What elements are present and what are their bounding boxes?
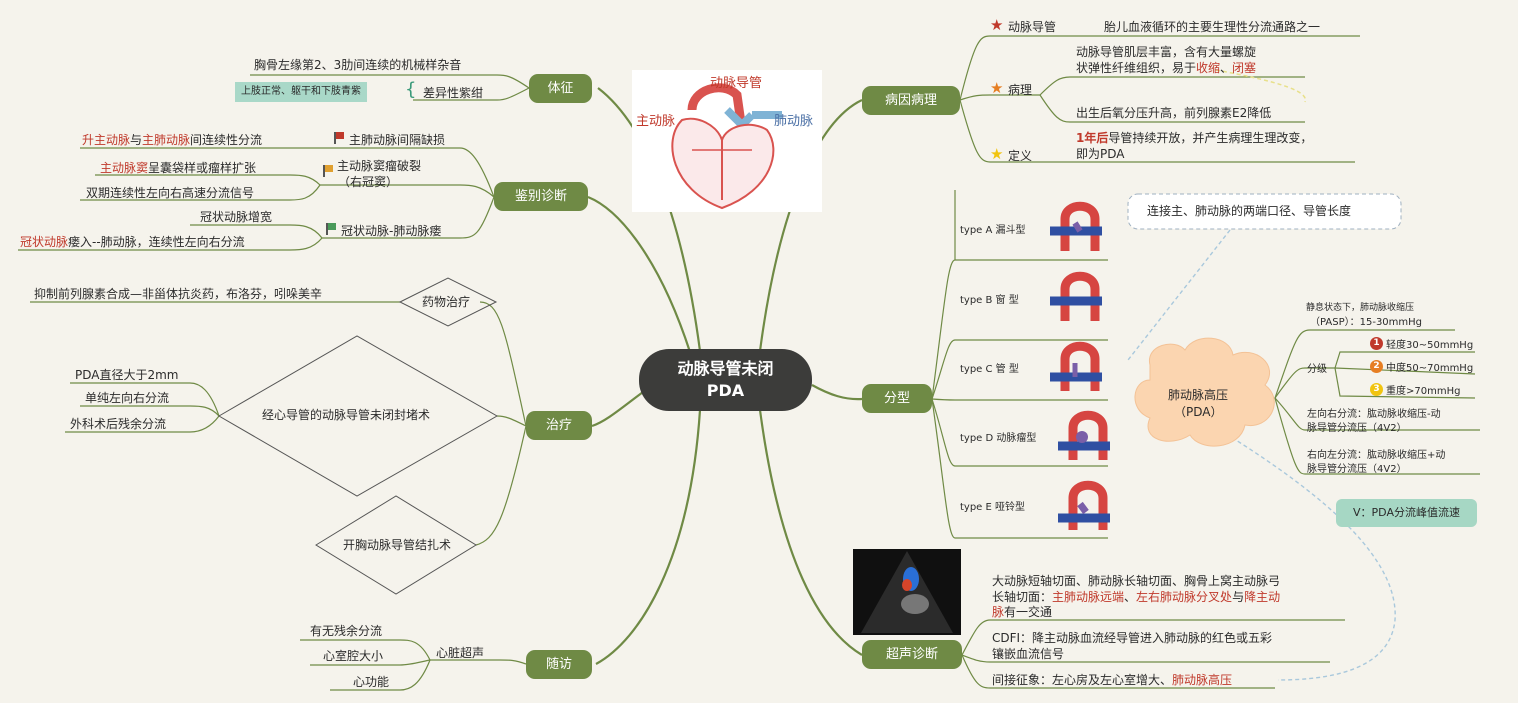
type-c-diagram bbox=[1050, 337, 1102, 391]
flag-green-icon bbox=[326, 223, 338, 235]
fenxing-type-a: type A 漏斗型 bbox=[960, 225, 1026, 236]
pah-cloud-line2: （PDA） bbox=[1174, 405, 1223, 419]
node-bingyin[interactable]: 病因病理 bbox=[862, 86, 960, 115]
bingyin-def-label: 定义 bbox=[1008, 149, 1033, 163]
bingyin-patho-line3: 出生后氧分压升高，前列腺素E2降低 bbox=[1076, 106, 1272, 120]
pah-rest-line1: 静息状态下，肺动脉收缩压 bbox=[1306, 303, 1415, 313]
fenxing-type-d: type D 动脉瘤型 bbox=[960, 433, 1037, 444]
suifang-item-2: 心室腔大小 bbox=[323, 649, 384, 663]
suifang-item-3: 心功能 bbox=[353, 675, 390, 689]
zhiliao-closure-ind1: PDA直径大于2mm bbox=[75, 368, 179, 382]
type-a-diagram bbox=[1050, 197, 1102, 251]
pah-grade-1: 轻度30~50mmHg bbox=[1386, 340, 1474, 351]
central-topic[interactable]: 动脉导管未闭 PDA bbox=[639, 349, 812, 411]
pah-lr-line1: 左向右分流：肱动脉收缩压-动 bbox=[1307, 409, 1441, 420]
suifang-item-1: 有无残余分流 bbox=[310, 624, 383, 638]
bingyin-patho-label: 病理 bbox=[1008, 83, 1033, 97]
heart-label-aorta: 主动脉 bbox=[636, 114, 676, 129]
pah-rest-line2: （PASP）：15-30mmHg bbox=[1310, 317, 1423, 328]
fenxing-type-b: type B 窗 型 bbox=[960, 295, 1019, 306]
node-chaosheng[interactable]: 超声诊断 bbox=[862, 640, 962, 669]
chaosheng-v1-line2: 长轴切面：主肺动脉远端、左右肺动脉分叉处与降主动 bbox=[992, 590, 1281, 604]
chaosheng-v1-line1: 大动脉短轴切面、肺动脉长轴切面、胸骨上窝主动脉弓 bbox=[992, 574, 1281, 588]
chaosheng-cdfi-line1: CDFI：降主动脉血流经导管进入肺动脉的红色或五彩 bbox=[992, 631, 1273, 645]
node-zhiliao[interactable]: 治疗 bbox=[526, 411, 592, 440]
bingyin-patho-line2: 状弹性纤维组织，易于收缩、闭塞 bbox=[1076, 61, 1257, 75]
jianbie-rsva-desc1: 主动脉窦呈囊袋样或瘤样扩张 bbox=[100, 161, 257, 175]
tizheng-item-cyanosis: 差异性紫绀 bbox=[423, 86, 484, 100]
zhiliao-surgery-label: 开胸动脉导管结扎术 bbox=[343, 538, 452, 552]
pah-v-note: V：PDA分流峰值流速 bbox=[1336, 499, 1477, 527]
fenxing-type-c: type C 管 型 bbox=[960, 364, 1019, 375]
star-orange-icon: ★ bbox=[990, 79, 1004, 97]
bingyin-ductus-desc: 胎儿血液循环的主要生理性分流通路之一 bbox=[1104, 20, 1321, 34]
flag-yellow-icon bbox=[323, 165, 335, 177]
tizheng-item-murmur: 胸骨左缘第2、3肋间连续的机械样杂音 bbox=[254, 58, 462, 72]
tizheng-cyanosis-note: 上肢正常、躯干和下肢青紫 bbox=[235, 82, 367, 102]
node-jianbie[interactable]: 鉴别诊断 bbox=[494, 182, 588, 211]
grade-1-icon: 1 bbox=[1370, 337, 1383, 350]
pah-lr-line2: 脉导管分流压（4V2） bbox=[1307, 423, 1407, 434]
bingyin-ductus-label: 动脉导管 bbox=[1008, 20, 1057, 34]
jianbie-cpaf-desc2: 冠状动脉瘘入--肺动脉，连续性左向右分流 bbox=[20, 235, 245, 249]
jianbie-cpaf-label: 冠状动脉-肺动脉瘘 bbox=[341, 224, 442, 238]
bingyin-def-line1: 1年后导管持续开放，并产生病理生理改变， bbox=[1076, 131, 1313, 145]
chaosheng-indirect: 间接征象：左心房及左心室增大、肺动脉高压 bbox=[992, 673, 1233, 687]
type-d-diagram bbox=[1058, 406, 1110, 460]
brace-icon: { bbox=[405, 79, 417, 100]
zhiliao-closure-ind3: 外科术后残余分流 bbox=[70, 417, 167, 431]
jianbie-rsva-desc2: 双期连续性左向右高速分流信号 bbox=[86, 186, 255, 200]
pah-cloud-line1: 肺动脉高压 bbox=[1168, 388, 1229, 402]
suifang-echo: 心脏超声 bbox=[436, 646, 485, 660]
fenxing-note: 连接主、肺动脉的两端口径、导管长度 bbox=[1147, 204, 1352, 218]
heart-label-ductus: 动脉导管 bbox=[710, 76, 763, 91]
grade-2-icon: 2 bbox=[1370, 360, 1383, 373]
bingyin-def-line2: 即为PDA bbox=[1076, 147, 1125, 161]
zhiliao-closure-label: 经心导管的动脉导管未闭封堵术 bbox=[262, 408, 431, 422]
pah-rl-line1: 右向左分流：肱动脉收缩压+动 bbox=[1307, 450, 1446, 461]
jianbie-rsva-label1: 主动脉窦瘤破裂 bbox=[337, 159, 422, 173]
jianbie-cpaf-desc1: 冠状动脉增宽 bbox=[200, 210, 273, 224]
star-yellow-icon: ★ bbox=[990, 145, 1004, 163]
jianbie-apw-desc: 升主动脉与主肺动脉间连续性分流 bbox=[82, 133, 263, 147]
bingyin-patho-line1: 动脉导管肌层丰富，含有大量螺旋 bbox=[1076, 45, 1257, 59]
central-title: 动脉导管未闭 bbox=[677, 359, 774, 378]
ultrasound-image bbox=[853, 549, 961, 635]
chaosheng-cdfi-line2: 镶嵌血流信号 bbox=[992, 647, 1065, 661]
node-suifang[interactable]: 随访 bbox=[526, 650, 592, 679]
type-b-diagram bbox=[1050, 267, 1102, 321]
heart-label-pa: 肺动脉 bbox=[774, 114, 814, 129]
node-tizheng[interactable]: 体征 bbox=[529, 74, 592, 103]
pah-grade-2: 中度50~70mmHg bbox=[1386, 363, 1474, 374]
type-e-diagram bbox=[1058, 476, 1110, 530]
pah-grade-3: 重度>70mmHg bbox=[1386, 386, 1461, 397]
zhiliao-closure-ind2: 单纯左向右分流 bbox=[85, 391, 170, 405]
jianbie-apw-label: 主肺动脉间隔缺损 bbox=[349, 133, 446, 147]
flag-red-icon bbox=[334, 132, 346, 144]
zhiliao-drug-desc: 抑制前列腺素合成—非甾体抗炎药，布洛芬，吲哚美辛 bbox=[34, 287, 323, 301]
heart-illustration: 动脉导管 主动脉 肺动脉 bbox=[632, 70, 822, 212]
pah-grade-label: 分级 bbox=[1307, 364, 1327, 375]
echo-icon bbox=[861, 551, 953, 633]
zhiliao-drug-label: 药物治疗 bbox=[422, 295, 471, 309]
grade-3-icon: 3 bbox=[1370, 383, 1383, 396]
central-subtitle: PDA bbox=[706, 381, 745, 400]
star-red-icon: ★ bbox=[990, 16, 1004, 34]
chaosheng-v1-line3: 脉有一交通 bbox=[992, 605, 1053, 619]
node-fenxing[interactable]: 分型 bbox=[862, 384, 932, 413]
heart-icon bbox=[671, 83, 782, 210]
pah-rl-line2: 脉导管分流压（4V2） bbox=[1307, 464, 1407, 475]
fenxing-type-e: type E 哑铃型 bbox=[960, 502, 1026, 513]
jianbie-rsva-label2: （右冠窦） bbox=[338, 175, 399, 189]
